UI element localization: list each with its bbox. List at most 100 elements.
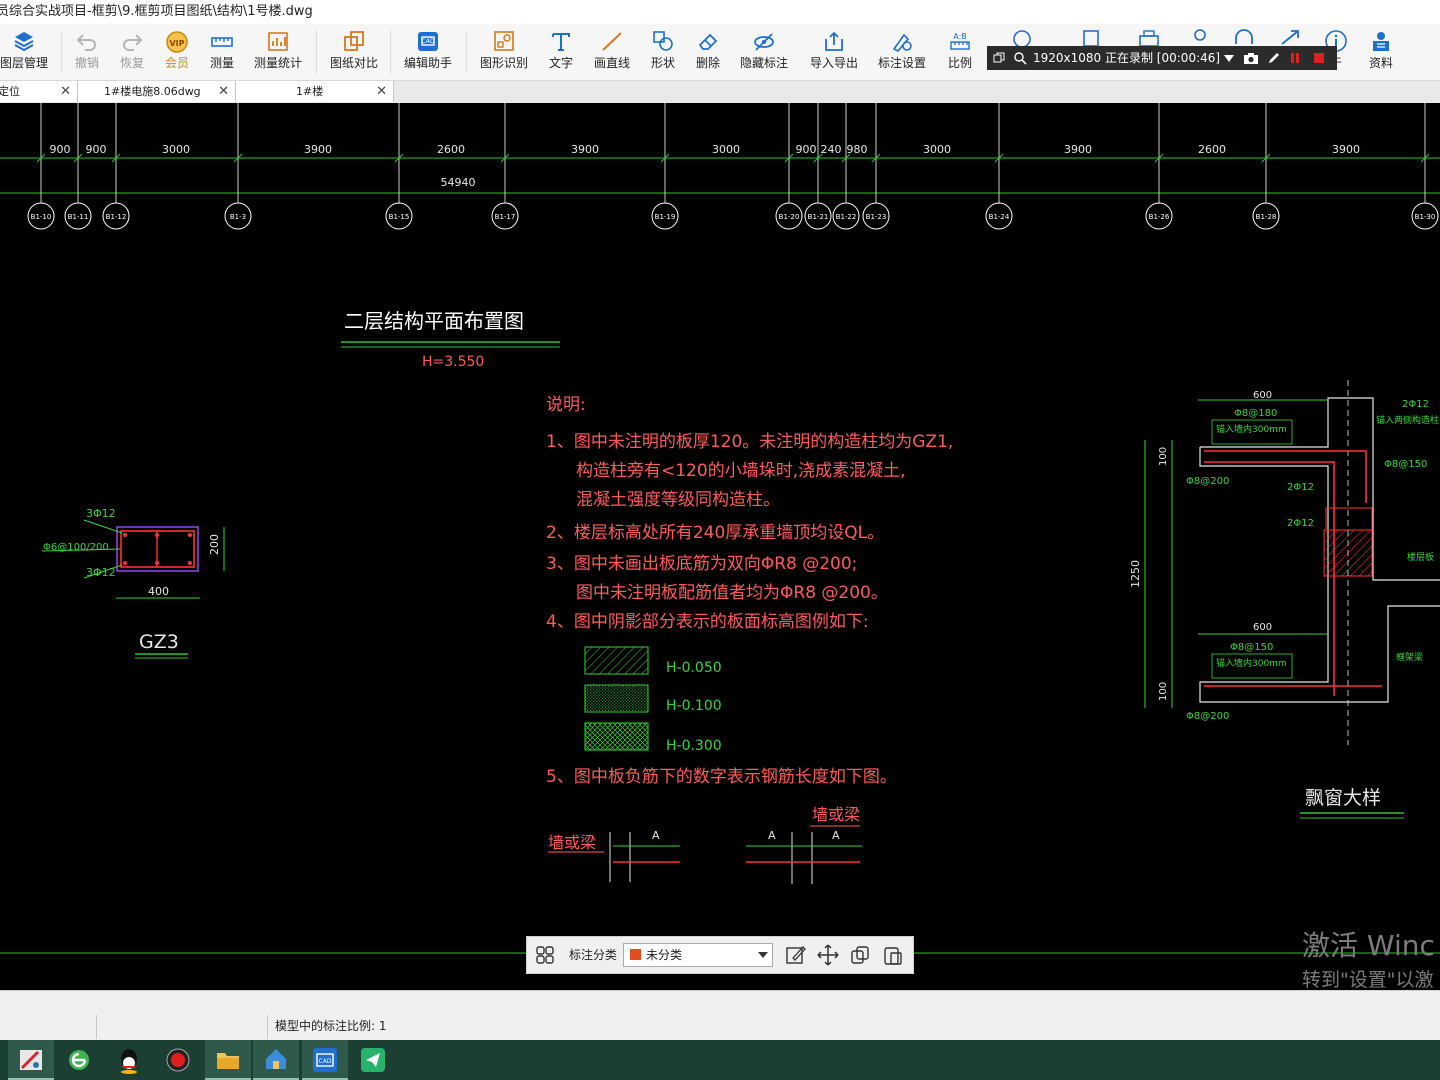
import-export-icon	[825, 31, 843, 51]
dimension-label: 2600	[437, 143, 465, 156]
window-restore-icon[interactable]	[993, 52, 1005, 64]
pen-icon[interactable]	[1267, 51, 1281, 65]
dimension-label: 900	[50, 143, 71, 156]
legend-label: H-0.050	[666, 660, 722, 676]
note-line: 构造柱旁有<120的小墙垛时,浇成素混凝土,	[576, 461, 906, 481]
copy-icon[interactable]	[849, 944, 871, 966]
taskbar-app[interactable]	[8, 1040, 54, 1080]
wall-section	[791, 832, 813, 884]
close-icon[interactable]: ✕	[218, 84, 229, 99]
dimension-label: 3900	[304, 143, 332, 156]
note-line: 4、图中阴影部分表示的板面标高图例如下:	[546, 612, 869, 632]
text-button[interactable]: 文字	[542, 24, 580, 80]
bottom-slab-thickness: 100	[1158, 682, 1169, 701]
status-cell	[0, 1015, 97, 1039]
design-notes: 说明: 1、图中未注明的板厚120。未注明的构造柱均为GZ1, 构造柱旁有<12…	[546, 395, 953, 787]
taskbar-app[interactable]	[155, 1040, 201, 1080]
bottom-bottom-rebar-label: Φ8@200	[1186, 711, 1229, 722]
measure-stats-button[interactable]: 测量统计	[250, 24, 306, 80]
axis-bubble	[862, 202, 890, 230]
close-icon[interactable]: ✕	[60, 84, 71, 99]
hide-annotation-icon	[754, 33, 774, 51]
paste-icon[interactable]	[882, 944, 904, 966]
edit-assistant-button[interactable]: CAD 编辑助手	[400, 24, 456, 80]
legend-label: H-0.300	[666, 738, 722, 754]
gz3-bottom-bar: 3Φ12	[86, 566, 116, 579]
measure-icon	[211, 37, 233, 47]
axis-bubble	[651, 202, 679, 230]
svg-text:CAD: CAD	[422, 38, 435, 45]
edit-annotation-icon[interactable]	[785, 944, 807, 966]
dimension-label: 980	[847, 143, 868, 156]
redo-button[interactable]: 恢复	[113, 24, 151, 80]
taskbar-app[interactable]	[56, 1040, 102, 1080]
note-line: 混凝土强度等级同构造柱。	[576, 490, 780, 510]
mid-bar-label: 2Φ12	[1287, 518, 1314, 529]
dim-a-label: A	[652, 829, 660, 842]
dimension-label: 900	[86, 143, 107, 156]
headset-icon	[1235, 29, 1253, 44]
annotation-category-select[interactable]: 未分类	[623, 943, 773, 967]
taskbar-app[interactable]	[350, 1040, 396, 1080]
gz3-top-bar: 3Φ12	[86, 507, 116, 520]
annotation-scale-status: 模型中的标注比例: 1	[275, 1019, 387, 1033]
dimension-tick	[660, 153, 670, 163]
move-icon[interactable]	[817, 944, 839, 966]
shape-recognition-icon	[494, 31, 514, 51]
axis-label: B1-20	[779, 213, 800, 221]
dimension-label: 900	[796, 143, 817, 156]
fullscreen-icon	[1281, 30, 1299, 45]
camera-icon[interactable]	[1243, 51, 1259, 65]
compare-button[interactable]: 图纸对比	[326, 24, 382, 80]
pause-icon[interactable]	[1289, 52, 1301, 64]
axis-label: B1-28	[1256, 213, 1277, 221]
shape-recognition-button[interactable]: 图形识别	[476, 24, 532, 80]
scale-button[interactable]: A:B 比例	[941, 24, 979, 80]
annotation-category-bar: 标注分类 未分类	[526, 936, 914, 974]
tab-locate[interactable]: 定位 ✕	[0, 81, 78, 102]
annotation-settings-button[interactable]: 标注设置	[874, 24, 930, 80]
rebar-dot	[155, 561, 159, 565]
docs-button[interactable]: 资料	[1362, 24, 1400, 80]
close-icon[interactable]: ✕	[376, 84, 387, 99]
taskbar-app[interactable]	[205, 1040, 251, 1080]
svg-text:CAD: CAD	[319, 1058, 332, 1065]
recorder-status: 1920x1080 正在录制 [00:00:46]	[1033, 51, 1221, 65]
axis-bubble	[64, 202, 92, 230]
delete-button[interactable]: 删除	[689, 24, 727, 80]
notes-title: 说明:	[546, 395, 586, 415]
grid-icon[interactable]	[535, 945, 555, 965]
tab-building-1[interactable]: 1#楼 ✕	[236, 81, 394, 102]
undo-button[interactable]: 撤销	[68, 24, 106, 80]
vip-button[interactable]: VIP 会员	[158, 24, 196, 80]
tab-electrical-dwg[interactable]: 1#楼电施8.06dwg ✕	[78, 81, 236, 102]
label-frame	[1211, 419, 1293, 445]
taskbar-app[interactable]	[253, 1040, 299, 1080]
dimension-tick	[394, 153, 404, 163]
dim-a-label: A	[832, 829, 840, 842]
top-width: 600	[1253, 390, 1272, 401]
measure-button[interactable]: 测量	[203, 24, 241, 80]
top-anchor-label: 锚入墙内300mm	[1216, 423, 1287, 435]
stop-icon[interactable]	[1313, 52, 1325, 64]
plan-title: 二层结构平面布置图	[344, 309, 524, 333]
taskbar-app[interactable]: CAD	[302, 1040, 348, 1080]
import-export-button[interactable]: 导入导出	[806, 24, 862, 80]
axis-bubble	[102, 202, 130, 230]
hide-annotation-button[interactable]: 隐藏标注	[736, 24, 792, 80]
shape-button[interactable]: 形状	[644, 24, 682, 80]
taskbar-app[interactable]	[106, 1040, 152, 1080]
dim-a-label: A	[768, 829, 776, 842]
dimension-tick	[813, 153, 823, 163]
note-line: 1、图中未注明的板厚120。未注明的构造柱均为GZ1,	[546, 432, 953, 452]
zoom-icon[interactable]	[1013, 51, 1027, 65]
dimension-label: 3000	[162, 143, 190, 156]
chevron-down-icon[interactable]	[1224, 55, 1234, 62]
layer-manager-button[interactable]: 图层管理	[0, 24, 50, 80]
browser-icon	[69, 1050, 89, 1070]
draw-line-button[interactable]: 画直线	[590, 24, 634, 80]
home-app-icon	[266, 1049, 286, 1069]
printer-icon	[1139, 30, 1159, 47]
